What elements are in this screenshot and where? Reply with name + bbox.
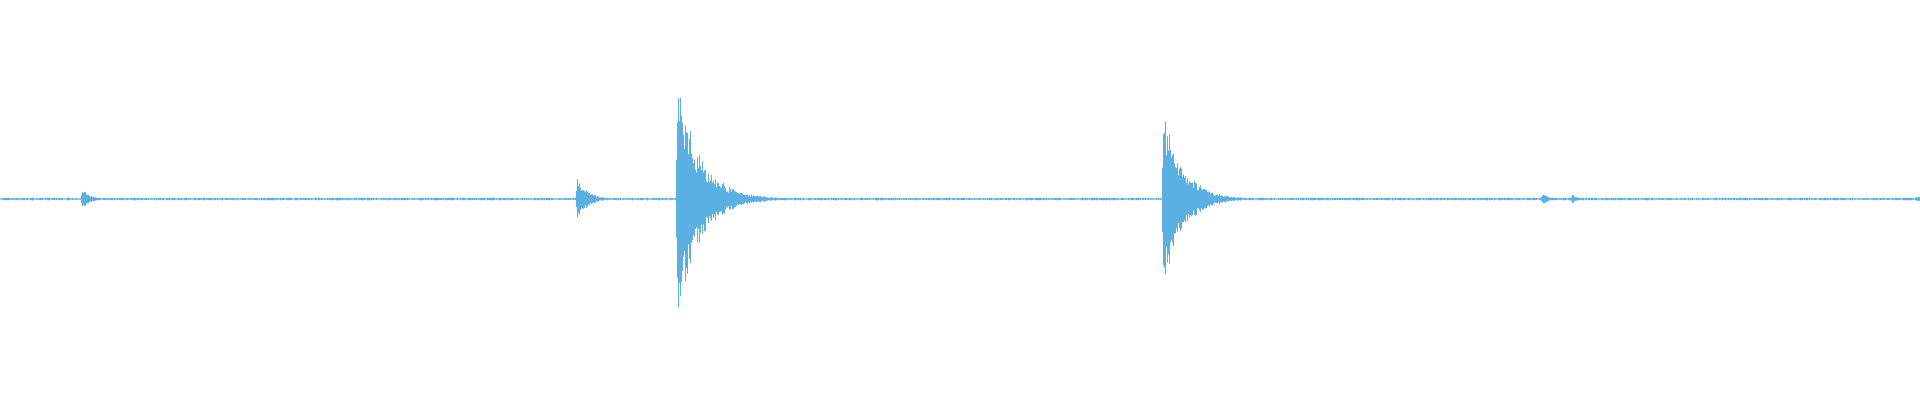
waveform-bars	[0, 97, 1920, 308]
